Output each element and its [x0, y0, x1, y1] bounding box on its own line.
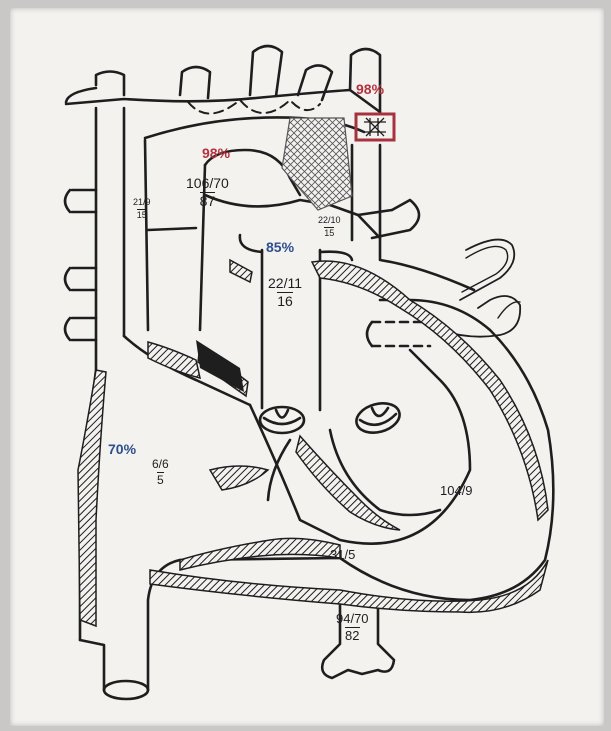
pressure-svc-bottom: 15 [137, 209, 147, 220]
pressure-svc: 21/9 15 [133, 198, 151, 220]
pressure-ascending-aorta-top: 106/70 [186, 176, 229, 190]
neck-vessels [66, 46, 380, 114]
pressure-right-ventricle: 31/5 [330, 548, 355, 561]
pressure-lower-vessel-top: 94/70 [336, 612, 369, 625]
pressure-svc-top: 21/9 [133, 198, 151, 207]
saturation-pulmonary-artery: 85% [266, 240, 294, 254]
stent-icon [356, 114, 394, 140]
pressure-main-pa-top: 22/11 [268, 276, 302, 290]
aortic-valve [353, 399, 403, 437]
left-pulmonary-artery [358, 200, 419, 238]
pressure-ascending-aorta: 106/70 87 [186, 176, 229, 208]
saturation-right-atrium: 70% [108, 442, 136, 456]
saturation-descending-aorta: 98% [356, 82, 384, 96]
pressure-right-atrium: 6/6 5 [152, 458, 169, 486]
left-branches [65, 190, 96, 340]
pressure-left-pa-bottom: 15 [324, 227, 334, 238]
pressure-left-ventricle: 104/9 [440, 484, 473, 497]
pressure-ascending-aorta-bottom: 87 [200, 192, 216, 208]
aortic-arch-outer [66, 90, 380, 112]
pressure-lower-vessel: 94/70 82 [336, 612, 369, 642]
pressure-right-atrium-bottom: 5 [157, 472, 164, 486]
pressure-main-pa: 22/11 16 [268, 276, 302, 308]
saturation-aortic-arch: 98% [202, 146, 230, 160]
pressure-right-atrium-top: 6/6 [152, 458, 169, 470]
pressure-left-pa: 22/10 15 [318, 216, 341, 238]
pulmonary-valve [260, 407, 304, 433]
pressure-left-pa-top: 22/10 [318, 216, 341, 225]
main-pulmonary-artery [205, 195, 392, 215]
pressure-main-pa-bottom: 16 [277, 292, 293, 308]
pressure-lower-vessel-bottom: 82 [345, 627, 359, 642]
crosshatched-region [282, 118, 352, 210]
descending-aorta [352, 145, 474, 290]
